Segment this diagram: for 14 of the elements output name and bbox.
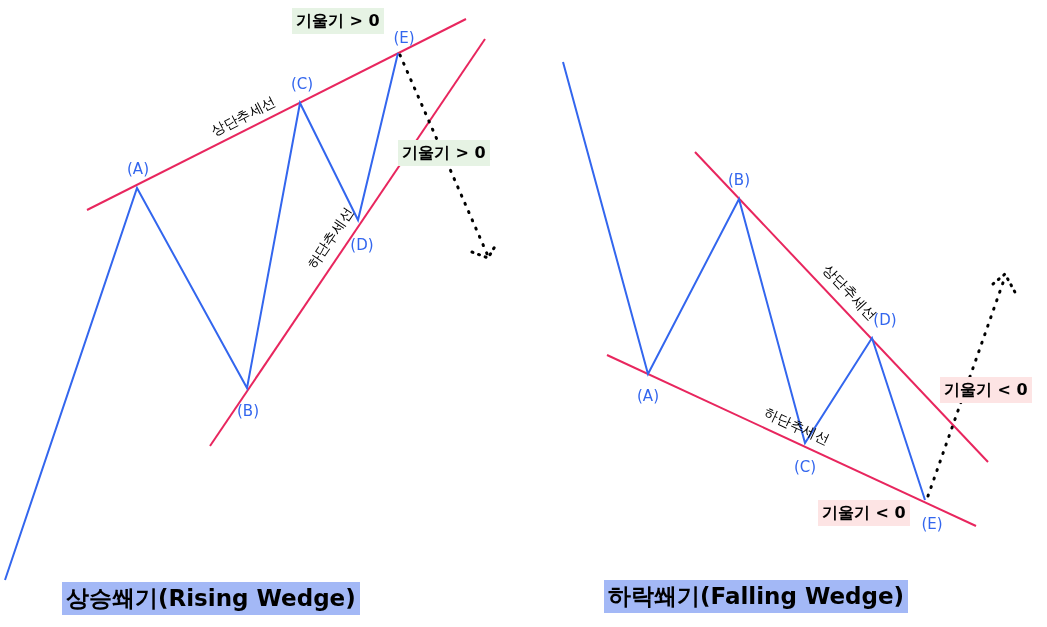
slope-label: 기울기 > 0	[292, 8, 384, 34]
point-label: (B)	[728, 172, 750, 188]
title-banner: 상승쐐기(Rising Wedge)	[62, 582, 360, 615]
point-label: (C)	[290, 76, 314, 92]
slope-label: 기울기 < 0	[940, 377, 1032, 403]
point-label: (A)	[637, 388, 659, 404]
point-label: (C)	[793, 459, 817, 475]
title-banner: 하락쐐기(Falling Wedge)	[604, 580, 909, 613]
point-label: (B)	[237, 403, 259, 419]
point-label: (A)	[127, 161, 149, 177]
point-label: (E)	[921, 516, 943, 532]
slope-label: 기울기 > 0	[398, 140, 490, 166]
slope-label: 기울기 < 0	[818, 500, 910, 526]
point-label: (E)	[393, 30, 415, 46]
